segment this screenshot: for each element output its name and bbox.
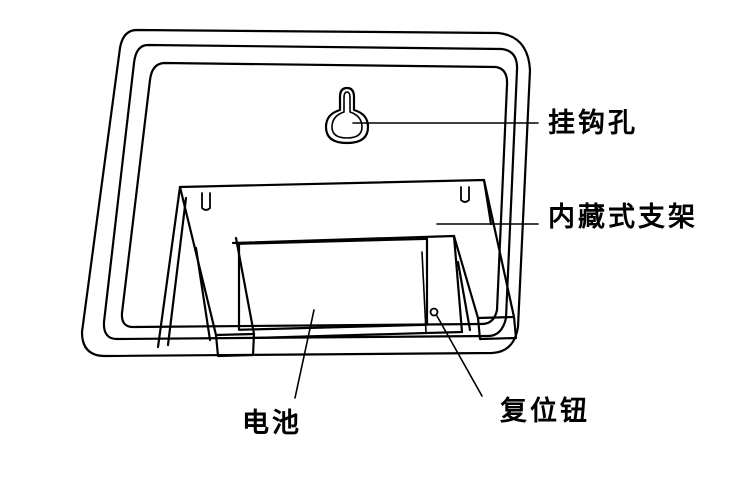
leader-line-reset <box>436 315 483 397</box>
label-hanging-hole: 挂钩孔 <box>548 108 638 139</box>
hanging-hole <box>324 86 370 145</box>
battery-cover <box>237 237 429 331</box>
leader-line-battery <box>294 309 315 399</box>
battery-compartment <box>231 234 464 340</box>
label-built-in-stand: 内藏式支架 <box>548 202 698 233</box>
label-reset-button: 复位钮 <box>500 396 590 427</box>
reset-button <box>429 307 439 317</box>
hanging-hole-outline <box>324 86 370 145</box>
stand-left-rail <box>156 185 182 349</box>
stand-right-leg-inner <box>456 260 472 332</box>
housing-outer-edge <box>80 28 532 358</box>
housing-inner-edge <box>120 61 509 329</box>
hanging-hole-inner <box>331 91 363 139</box>
stand-left-leg-inner <box>194 246 212 342</box>
stand-left-rail-inner <box>166 196 188 347</box>
device-housing <box>80 28 532 358</box>
battery-recess <box>231 234 464 340</box>
stand-right-slot <box>460 186 470 203</box>
housing-middle-edge <box>102 43 519 341</box>
stand-left-slot <box>201 192 211 211</box>
stand-right-foot <box>476 315 518 341</box>
stand-top-panel <box>178 178 493 226</box>
stand-right-leg <box>452 178 516 320</box>
stand-left-foot <box>214 332 256 358</box>
stand-left-leg <box>178 185 256 337</box>
label-battery: 电池 <box>242 408 302 439</box>
stand <box>156 178 518 358</box>
battery-cover-right-edge <box>421 251 427 333</box>
